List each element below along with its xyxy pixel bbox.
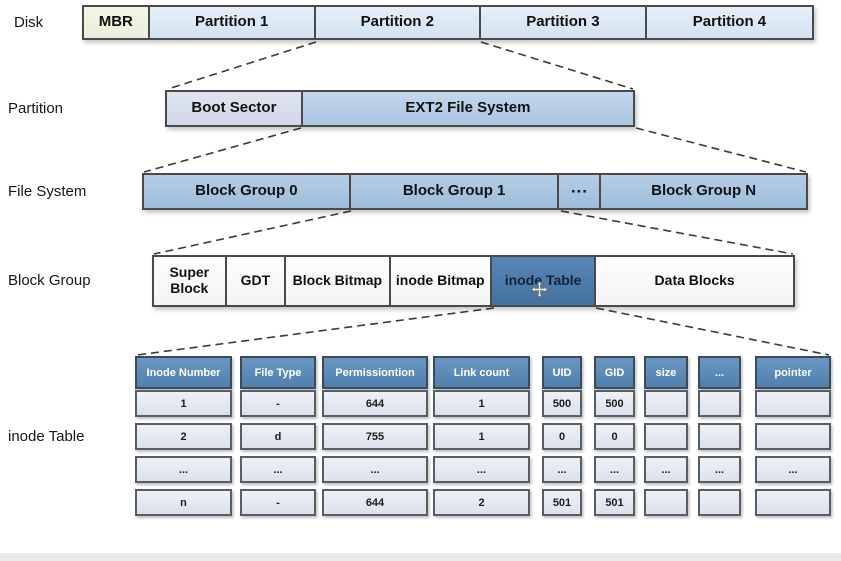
inode-table-cell-r1-blank	[698, 390, 741, 417]
inode-table-header-pointer: pointer	[755, 356, 831, 389]
disk-cell-partition-2: Partition 2	[315, 7, 481, 38]
label-block-group: Block Group	[8, 272, 91, 289]
inode-table-cell-r3-blank: ...	[698, 456, 741, 483]
disk-cell-partition-1: Partition 1	[149, 7, 316, 38]
partition-cell-ext2-file-system: EXT2 File System	[302, 92, 633, 125]
block-group-cell-block-bitmap: Block Bitmap	[286, 257, 391, 305]
inode-table-cell-r4-permissiontion: 644	[322, 489, 428, 516]
file-system-cell-block-group-1: Block Group 1	[350, 175, 560, 208]
disk-cell-partition-4: Partition 4	[646, 7, 812, 38]
inode-table-cell-r3-pointer: ...	[755, 456, 831, 483]
inode-table-cell-r2-permissiontion: 755	[322, 423, 428, 450]
block-group-cell-inode-table: inode Table	[491, 257, 597, 305]
inode-table-cell-r1-gid: 500	[594, 390, 635, 417]
block-group-cell-inode-bitmap: inode Bitmap	[390, 257, 492, 305]
inode-table-cell-r1-size	[644, 390, 688, 417]
inode-table-cell-r4-pointer	[755, 489, 831, 516]
inode-table-header-size: size	[644, 356, 688, 389]
inode-table-cell-r4-link-count: 2	[433, 489, 530, 516]
inode-table-cell-r1-pointer	[755, 390, 831, 417]
inode-table-cell-r4-gid: 501	[594, 489, 635, 516]
inode-table-cell-r1-uid: 500	[542, 390, 582, 417]
inode-table-cell-r3-inode-number: ...	[135, 456, 232, 483]
label-disk: Disk	[14, 14, 44, 31]
block-group-cell-super-block: Super Block	[154, 257, 227, 305]
disk-cell-partition-3: Partition 3	[480, 7, 647, 38]
inode-table-header-file-type: File Type	[240, 356, 316, 389]
inode-table-cell-r2-inode-number: 2	[135, 423, 232, 450]
inode-table-cell-r4-uid: 501	[542, 489, 582, 516]
inode-table-cell-r3-link-count: ...	[433, 456, 530, 483]
inode-table-cell-r4-size	[644, 489, 688, 516]
move-cursor-icon	[531, 281, 548, 298]
partition-cell-boot-sector: Boot Sector	[167, 92, 303, 125]
block-group-cell-data-blocks: Data Blocks	[596, 257, 793, 305]
inode-table-cell-r3-file-type: ...	[240, 456, 316, 483]
inode-table-cell-r2-file-type: d	[240, 423, 316, 450]
label-inode-table: inode Table	[8, 428, 85, 445]
label-file-system: File System	[8, 183, 87, 200]
inode-table-cell-r4-file-type: -	[240, 489, 316, 516]
inode-table-cell-r1-file-type: -	[240, 390, 316, 417]
inode-table-cell-r4-blank	[698, 489, 741, 516]
inode-table-cell-r3-permissiontion: ...	[322, 456, 428, 483]
inode-table-header-inode-number: Inode Number	[135, 356, 232, 389]
inode-table-header-blank: ...	[698, 356, 741, 389]
bottom-strip	[0, 553, 841, 561]
inode-table-header-link-count: Link count	[433, 356, 530, 389]
file-system-cell-block-group-n: Block Group N	[601, 175, 807, 208]
inode-table-cell-r2-link-count: 1	[433, 423, 530, 450]
inode-table-header-gid: GID	[594, 356, 635, 389]
inode-table-cell-r2-blank	[698, 423, 741, 450]
inode-table-cell-r2-size	[644, 423, 688, 450]
inode-table-cell-r3-size: ...	[644, 456, 688, 483]
inode-table-header-uid: UID	[542, 356, 582, 389]
inode-table-cell-r1-link-count: 1	[433, 390, 530, 417]
inode-table-header-permissiontion: Permissiontion	[322, 356, 428, 389]
file-system-cell-blank: ···	[559, 175, 602, 208]
disk-cell-mbr: MBR	[84, 7, 150, 38]
inode-table-cell-r3-gid: ...	[594, 456, 635, 483]
inode-table-cell-r2-pointer	[755, 423, 831, 450]
file-system-cell-block-group-0: Block Group 0	[144, 175, 351, 208]
block-group-cell-gdt: GDT	[226, 257, 287, 305]
inode-table-cell-r1-permissiontion: 644	[322, 390, 428, 417]
inode-table-cell-r1-inode-number: 1	[135, 390, 232, 417]
inode-table-cell-r2-uid: 0	[542, 423, 582, 450]
inode-table-cell-r4-inode-number: n	[135, 489, 232, 516]
inode-table-cell-r3-uid: ...	[542, 456, 582, 483]
inode-table-cell-r2-gid: 0	[594, 423, 635, 450]
label-partition: Partition	[8, 100, 64, 117]
